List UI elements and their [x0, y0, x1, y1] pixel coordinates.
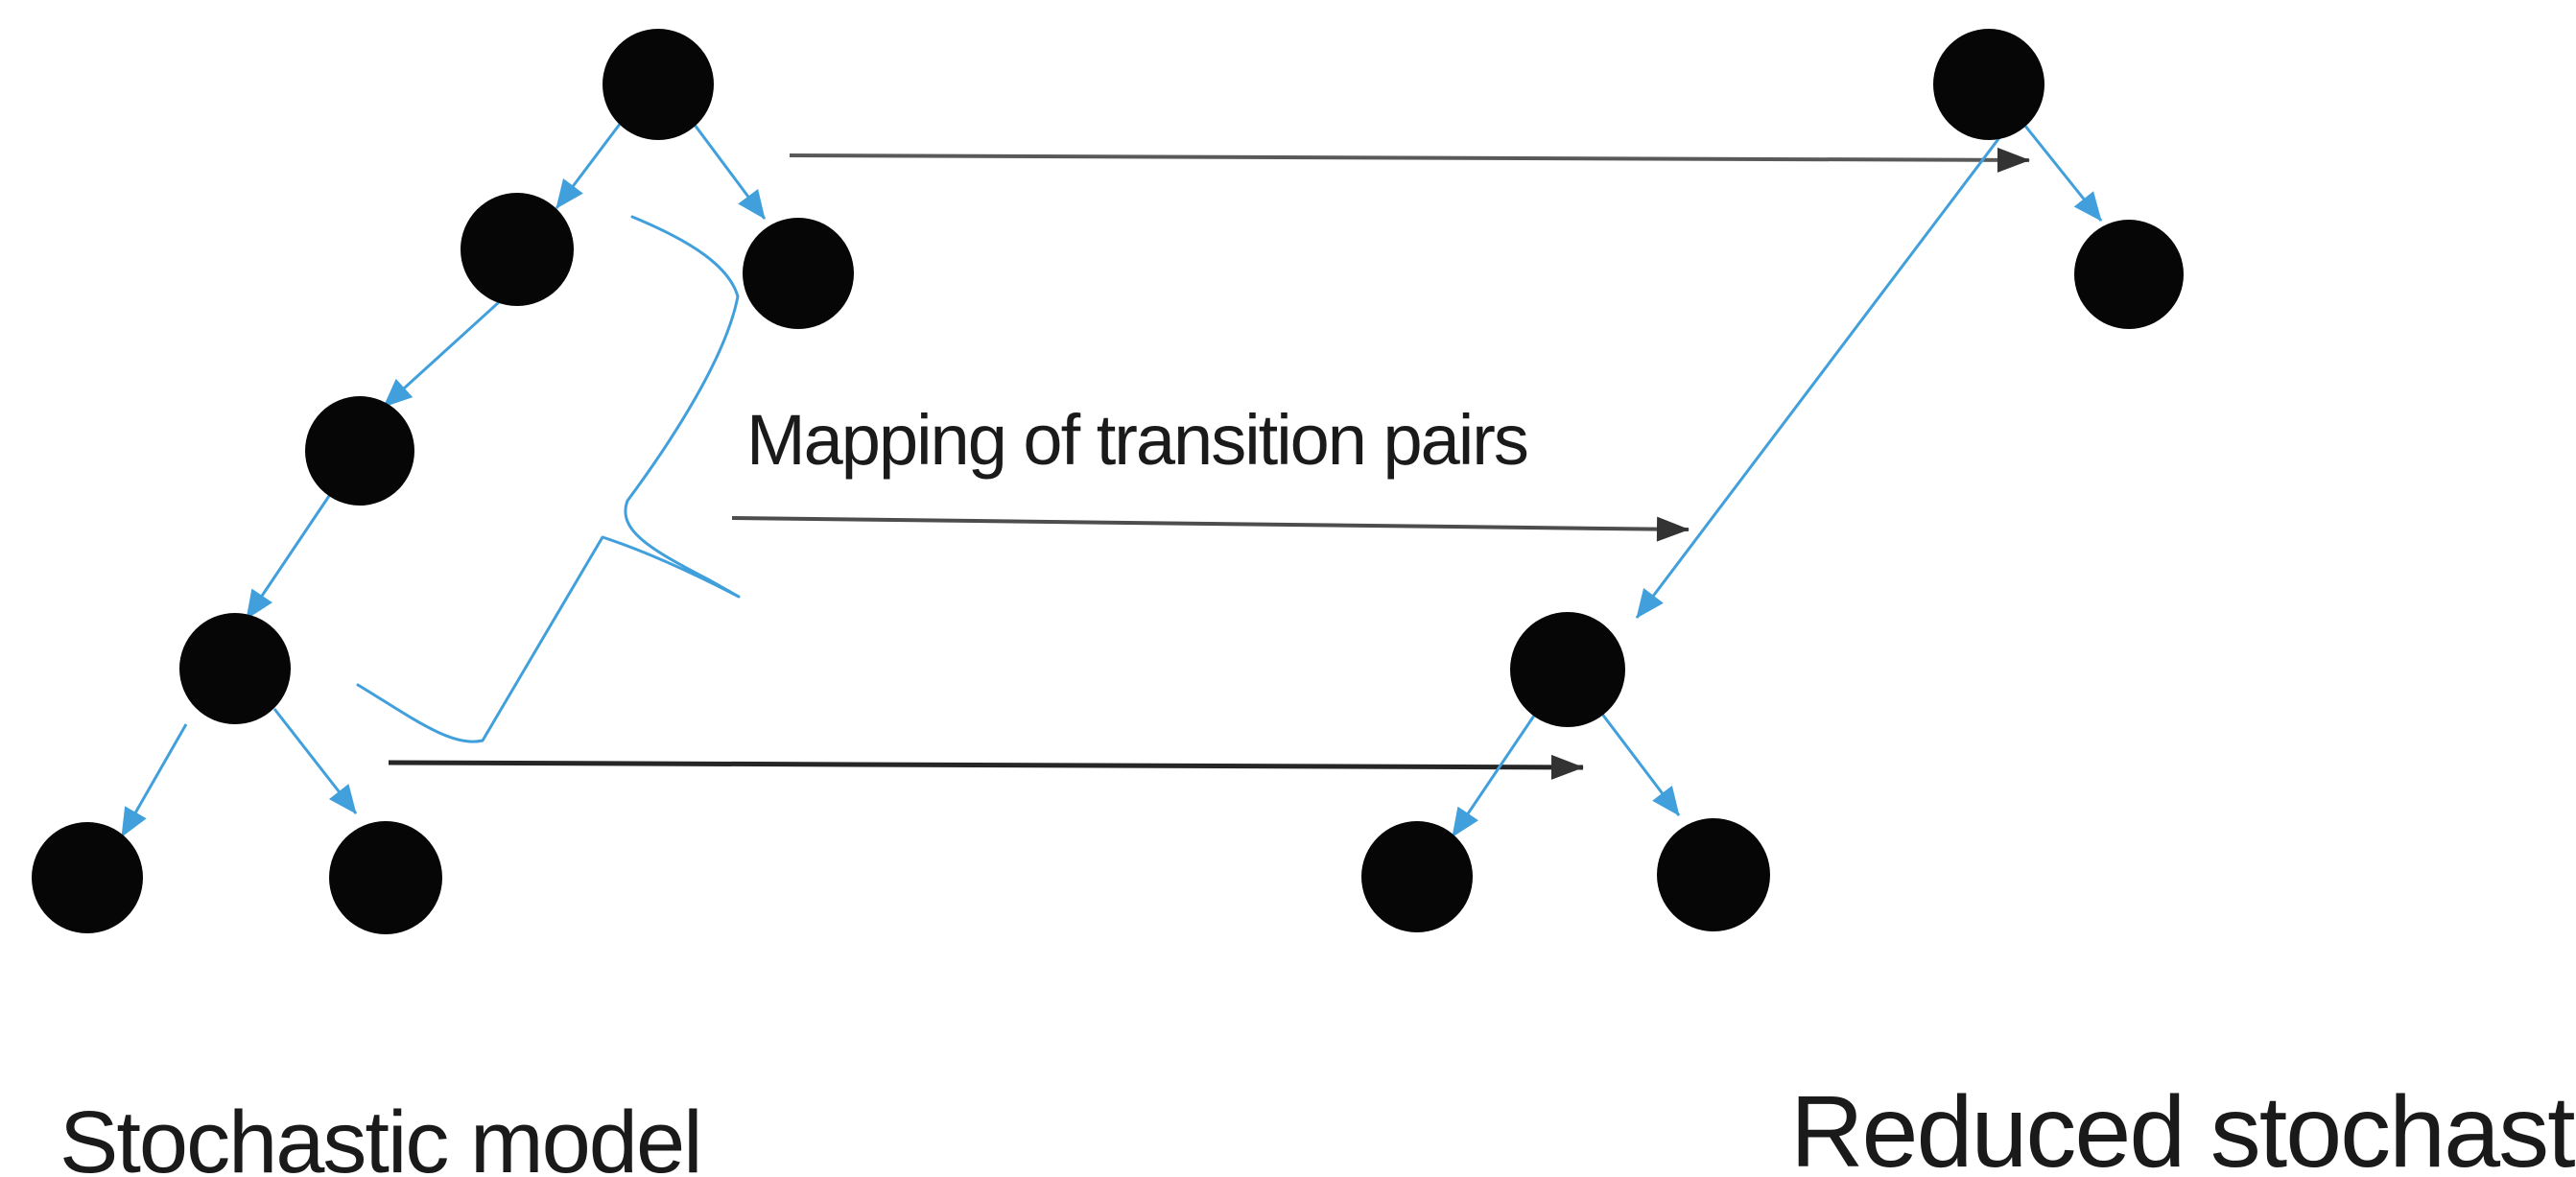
transition-left-child-a-to-left-node-c	[382, 300, 501, 409]
state-node-right-child	[2074, 220, 2184, 329]
state-node-left-node-c	[305, 396, 414, 506]
transition-edges-group	[120, 112, 2103, 837]
state-node-right-leaf-l	[1361, 821, 1473, 932]
state-node-left-node-d	[179, 613, 291, 724]
transition-right-mid-to-right-leaf-l	[1451, 715, 1536, 837]
mapping-arrows-group	[388, 147, 2030, 780]
transition-right-root-to-right-child	[2015, 114, 2103, 222]
transition-left-node-d-to-left-leaf-e	[120, 723, 188, 837]
state-node-left-leaf-f	[329, 821, 442, 934]
left-model-label: Stochastic model	[59, 1094, 701, 1177]
transition-left-node-c-to-left-node-d	[245, 495, 331, 620]
transition-left-node-d-to-left-leaf-f	[272, 708, 358, 814]
state-node-right-mid	[1510, 612, 1625, 727]
state-node-right-root	[1933, 29, 2044, 140]
right-model-label: Reduced stochastic model	[1790, 1075, 2576, 1177]
map-arrow-bottom	[388, 754, 1584, 780]
state-node-left-child-b	[743, 218, 854, 329]
transition-left-root-to-left-child-a	[555, 122, 623, 209]
state-nodes-group	[32, 29, 2184, 934]
transition-right-mid-to-right-leaf-r	[1596, 708, 1681, 816]
state-node-right-leaf-r	[1657, 818, 1770, 931]
map-arrow-top	[789, 147, 2030, 173]
transition-left-root-to-left-child-b	[684, 112, 767, 220]
state-node-left-leaf-e	[32, 822, 143, 933]
transition-right-root-to-right-mid	[1635, 119, 2015, 619]
state-node-left-root	[603, 29, 714, 140]
state-node-left-child-a	[461, 193, 574, 306]
mapping-caption: Mapping of transition pairs	[746, 400, 1527, 480]
transition-pair-brace	[356, 215, 741, 743]
map-arrow-middle	[731, 516, 1690, 542]
